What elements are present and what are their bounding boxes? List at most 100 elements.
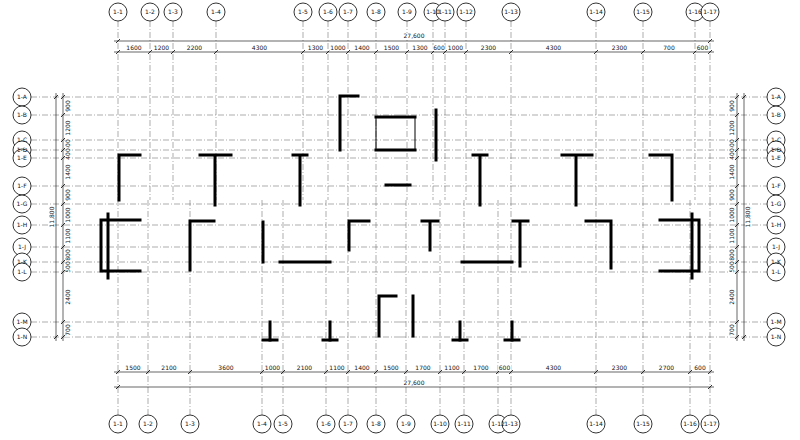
axis-bubble [634, 415, 652, 433]
dimension-tick [735, 202, 739, 206]
axis-bubble [457, 3, 475, 21]
axis-bubble-label: 1-C [770, 137, 782, 143]
axis-bubble [767, 195, 785, 213]
dimension-tick [708, 39, 712, 43]
axis-bubble [587, 415, 605, 433]
axis-bubble-label: 1-M [15, 319, 28, 325]
axis-bubble-label: 1-L [770, 269, 781, 275]
axis-line [400, 204, 767, 205]
axis-bubble [397, 415, 415, 433]
axis-bubble-label: 1-15 [635, 9, 651, 15]
axis-line [376, 200, 377, 415]
axis-bubble [767, 88, 785, 106]
dimension-line [114, 52, 714, 53]
axis-bubble-label: 1-D [16, 147, 29, 153]
axis-bubble-label: 1-14 [588, 9, 604, 15]
axis-line [348, 21, 349, 200]
axis-bubble-label: 1-K [770, 259, 782, 265]
dimension-text: 800 [729, 248, 735, 261]
shear-wall [422, 221, 438, 250]
axis-line [710, 21, 711, 200]
dimension-line [114, 41, 714, 42]
shear-wall [386, 184, 410, 187]
dimension-text: 1100 [729, 227, 735, 244]
axis-bubble-label: 1-13 [503, 9, 519, 15]
axis-line [400, 97, 767, 98]
axis-bubble-label: 1-L [16, 269, 27, 275]
dimension-text: 700 [729, 323, 735, 336]
dimension-text: 1700 [414, 365, 431, 371]
axis-bubble-label: 1-B [16, 112, 28, 118]
axis-line [118, 200, 119, 415]
dimension-tick [54, 335, 58, 339]
dimension-text: 1200 [729, 119, 735, 136]
axis-bubble-label: 1-11 [456, 421, 472, 427]
dimension-tick [346, 370, 350, 374]
axis-line [31, 272, 400, 273]
axis-line [400, 158, 767, 159]
dimension-tick [735, 95, 739, 99]
shear-wall [293, 155, 307, 205]
axis-bubble [634, 3, 652, 21]
axis-bubble [253, 415, 271, 433]
axis-bubble-label: 1-11 [437, 9, 453, 15]
axis-line [262, 200, 263, 415]
axis-bubble [436, 3, 454, 21]
dimension-tick [509, 50, 513, 54]
dimension-tick [374, 370, 378, 374]
dimension-text: 900 [65, 99, 71, 112]
dimension-tick [464, 50, 468, 54]
shear-wall [349, 221, 369, 250]
axis-bubble-label: 1-6 [322, 9, 334, 15]
dimension-tick [374, 50, 378, 54]
axis-bubble [139, 415, 157, 433]
dimension-text: 1000 [264, 365, 281, 371]
axis-line [400, 225, 767, 226]
axis-line [303, 21, 304, 200]
dimension-tick [462, 370, 466, 374]
dimension-text: 1700 [472, 365, 489, 371]
dimension-tick [116, 50, 120, 54]
axis-bubble-label: 1-N [770, 334, 782, 340]
shear-wall [462, 261, 512, 264]
axis-line [400, 322, 767, 323]
axis-line [511, 200, 512, 415]
dimension-tick [594, 370, 598, 374]
shear-wall [376, 149, 415, 152]
dimension-text: 1400 [353, 365, 370, 371]
shear-wall [280, 261, 330, 264]
axis-bubble [13, 195, 31, 213]
axis-bubble-label: 1-15 [635, 421, 651, 427]
axis-bubble [109, 3, 127, 21]
shear-wall [473, 155, 487, 205]
shear-wall [270, 322, 512, 340]
axis-bubble-label: 1-14 [588, 421, 604, 427]
dimension-text: 1200 [153, 45, 170, 51]
axis-line [328, 21, 329, 200]
dimension-tick [148, 50, 152, 54]
axis-bubble-label: 1-12 [490, 421, 506, 427]
total-dimension-text: 11,800 [745, 206, 751, 229]
axis-line [150, 21, 151, 200]
dimension-tick [214, 50, 218, 54]
shear-wall [513, 221, 528, 266]
dimension-tick [735, 245, 739, 249]
shear-wall [119, 155, 140, 200]
axis-line [173, 21, 174, 200]
axis-bubble [431, 415, 449, 433]
dimension-tick [116, 370, 120, 374]
axis-line [31, 247, 400, 248]
axis-line [690, 200, 691, 415]
dimension-text: 1100 [65, 227, 71, 244]
dimension-text: 1000 [729, 206, 735, 223]
shear-wall [200, 155, 231, 205]
axis-bubble-label: 1-K [16, 259, 28, 265]
axis-bubble-label: 1-2 [142, 421, 154, 427]
axis-bubble-label: 1-N [16, 334, 28, 340]
shear-wall [412, 296, 415, 336]
axis-bubble [587, 3, 605, 21]
axis-bubble-label: 1-17 [702, 421, 718, 427]
dimension-tick [735, 148, 739, 152]
dimension-tick [438, 370, 442, 374]
